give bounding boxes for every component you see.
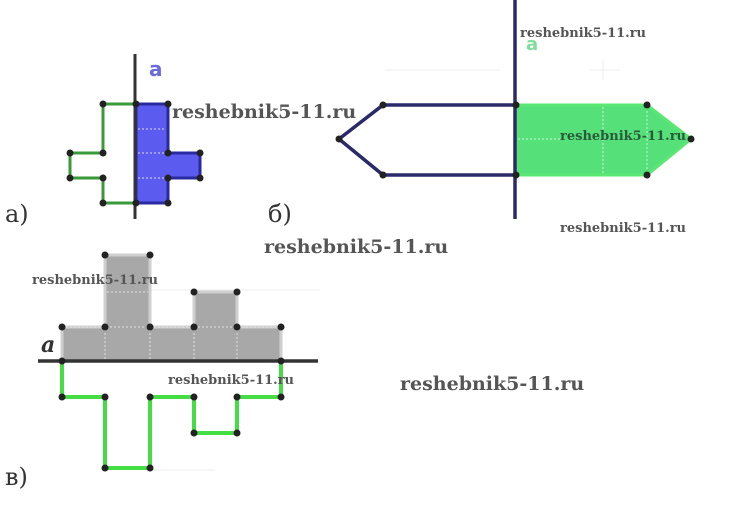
- panel-a: a а): [5, 54, 204, 228]
- panel-b-axis-label: a: [526, 34, 538, 55]
- watermark: reshebnik5-11.ru: [172, 101, 356, 123]
- panel-b-label: б): [268, 200, 292, 228]
- watermark: reshebnik5-11.ru: [264, 236, 448, 258]
- panel-a-original-shape: [68, 102, 136, 205]
- watermark: reshebnik5-11.ru: [400, 373, 584, 395]
- panel-c-axis-label: a: [41, 332, 55, 358]
- watermark: reshebnik5-11.ru: [560, 129, 686, 144]
- watermark: reshebnik5-11.ru: [560, 221, 686, 236]
- watermark: reshebnik5-11.ru: [168, 373, 294, 388]
- panel-b-original-shape: [336, 103, 516, 177]
- panel-a-axis-label: a: [149, 57, 163, 81]
- panel-a-points: [66, 100, 204, 207]
- panel-a-label: а): [5, 200, 29, 228]
- panel-c-image-shape: [60, 361, 283, 470]
- watermark: reshebnik5-11.ru: [32, 273, 158, 288]
- panel-c-label: в): [5, 463, 28, 491]
- panel-b: a б): [268, 0, 695, 228]
- watermark: reshebnik5-11.ru: [520, 26, 646, 41]
- panel-b-points: [335, 101, 695, 179]
- watermarks: reshebnik5-11.ru reshebnik5-11.ru resheb…: [32, 26, 686, 395]
- panel-c-points: [58, 251, 285, 472]
- panel-c: a в): [5, 251, 318, 491]
- panel-c-original-shape: [60, 253, 283, 363]
